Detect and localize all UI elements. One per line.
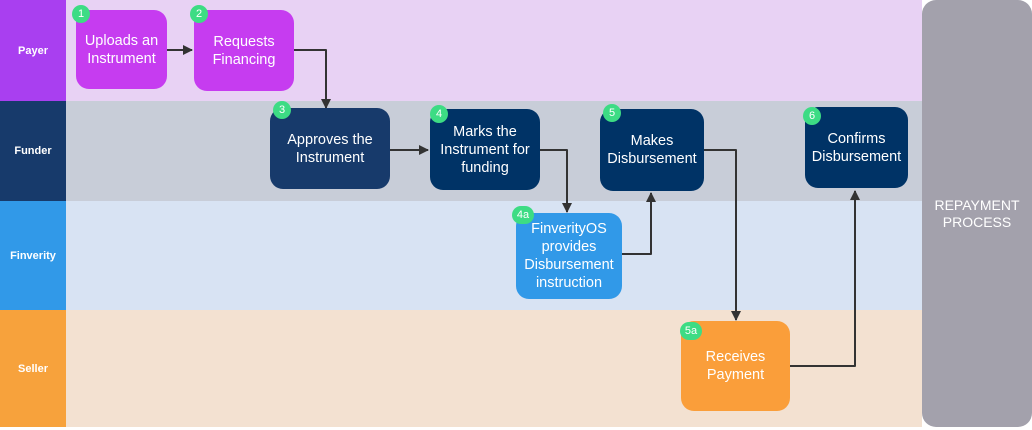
step-5-label: Makes Disbursement	[607, 133, 697, 167]
step-1-badge: 1	[72, 5, 90, 23]
step-marks-for-funding: Marks the Instrument for funding	[430, 109, 540, 190]
step-requests-financing: Requests Financing	[194, 10, 294, 91]
step-5a-label: Receives Payment	[705, 349, 766, 383]
flow-arrows	[167, 45, 860, 367]
arrow-4-to-4a	[540, 149, 572, 213]
arrow-4a-to-5	[622, 192, 656, 255]
step-6-badge: 6	[803, 107, 821, 125]
step-4a-label: FinverityOS provides Disbursement instru…	[524, 221, 614, 291]
lane-label-seller: Seller	[0, 310, 66, 427]
step-1-label: Uploads an Instrument	[84, 32, 159, 67]
repayment-process: REPAYMENT PROCESS	[922, 0, 1032, 427]
step-5-badge: 5	[603, 104, 621, 122]
step-6-label: Confirms Disbursement	[811, 130, 902, 165]
step-4-label: Marks the Instrument for funding	[440, 123, 530, 176]
step-2-label: Requests Financing	[212, 33, 276, 68]
lane-label-finverity: Finverity	[0, 201, 66, 310]
arrow-5a-to-6	[790, 190, 860, 367]
step-approves-instrument: Approves the Instrument	[270, 108, 390, 189]
arrow-5-to-5a	[704, 149, 741, 321]
step-3-badge: 3	[273, 101, 291, 119]
step-uploads-instrument: Uploads an Instrument	[76, 10, 167, 89]
step-5a-badge: 5a	[680, 322, 702, 340]
step-2-badge: 2	[190, 5, 208, 23]
step-4-badge: 4	[430, 105, 448, 123]
step-disbursement-instruction: FinverityOS provides Disbursement instru…	[516, 213, 622, 299]
step-confirms-disbursement: Confirms Disbursement	[805, 107, 908, 188]
step-3-label: Approves the Instrument	[287, 131, 373, 166]
arrow-2-to-3	[294, 49, 331, 109]
step-makes-disbursement: Makes Disbursement	[600, 109, 704, 191]
lane-label-payer: Payer	[0, 0, 66, 101]
step-4a-badge: 4a	[512, 206, 534, 224]
lane-finverity: Finverity	[0, 201, 922, 310]
lane-label-funder: Funder	[0, 101, 66, 201]
